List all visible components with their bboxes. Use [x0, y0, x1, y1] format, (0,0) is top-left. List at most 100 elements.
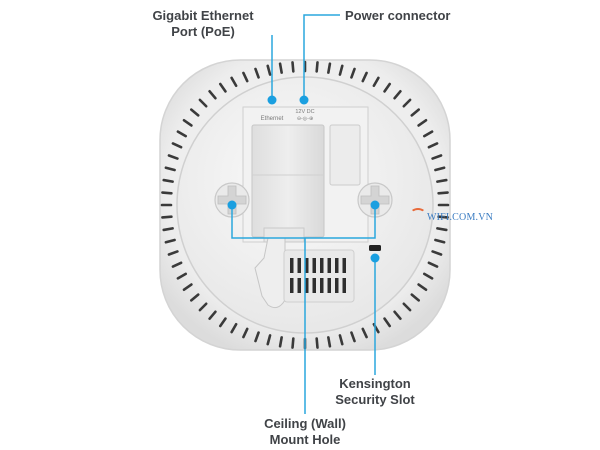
grill-slot — [335, 258, 339, 273]
vent-slot — [291, 61, 295, 73]
vent-slot — [315, 337, 319, 349]
vent-slot — [422, 130, 434, 138]
vent-slot — [393, 90, 402, 100]
vent-slot — [218, 82, 227, 93]
vent-slot — [266, 64, 272, 76]
vent-slot — [162, 178, 174, 183]
callout-mount-hole-label: Ceiling (Wall)Mount Hole — [264, 416, 346, 447]
grill-slot — [335, 278, 339, 293]
grill-slot — [297, 258, 301, 273]
power-port — [329, 124, 361, 186]
vent-ring — [160, 60, 450, 350]
vent-slot — [338, 334, 344, 346]
grill-slot — [297, 278, 301, 293]
ethernet-callout-dot — [267, 95, 277, 105]
vent-slot — [162, 227, 174, 232]
vent-slot — [417, 118, 428, 127]
kensington-slot — [369, 245, 381, 251]
mount-callout-dot-left — [227, 200, 237, 210]
kensington-callout-dot — [370, 253, 380, 263]
vent-slot — [422, 272, 434, 280]
vent-slot — [402, 302, 412, 312]
grill-slot — [327, 278, 331, 293]
grill-slot — [342, 278, 346, 293]
bottom-vent-grill — [283, 249, 355, 303]
vent-slot — [350, 67, 356, 79]
mount-callout-dot-right — [370, 200, 380, 210]
vent-slot — [176, 130, 188, 138]
vent-slot — [182, 283, 193, 292]
vent-slot — [436, 227, 448, 232]
callout-dots — [227, 95, 380, 263]
grill-slot — [305, 258, 309, 273]
mount-hole-right — [357, 182, 393, 218]
grill-slot — [342, 258, 346, 273]
vent-slot — [161, 215, 173, 219]
grill-slot — [327, 258, 331, 273]
vent-slot — [208, 90, 217, 100]
grill-slot — [320, 258, 324, 273]
vent-slot — [167, 154, 179, 160]
vent-slot — [230, 322, 238, 334]
vent-slot — [254, 331, 260, 343]
grill-slot — [305, 278, 309, 293]
vent-slot — [164, 166, 176, 172]
vent-slot — [436, 178, 448, 183]
vent-slot — [402, 98, 412, 108]
vent-slot — [278, 62, 283, 74]
vent-slot — [218, 317, 227, 328]
vent-slot — [431, 250, 443, 256]
vent-slot — [171, 261, 183, 268]
vent-slot — [242, 71, 249, 83]
vent-slot — [190, 293, 200, 302]
watermark-logo-icon — [410, 208, 426, 220]
vent-slot — [327, 336, 332, 348]
port-label-ethernet: Ethernet — [261, 116, 284, 122]
vent-slot — [383, 317, 392, 328]
ethernet-port — [251, 124, 325, 238]
vent-slot — [198, 302, 208, 312]
vent-slot — [266, 334, 272, 346]
vent-slot — [278, 336, 283, 348]
vent-slot — [350, 331, 356, 343]
vent-slot — [427, 261, 439, 268]
vent-slot — [230, 76, 238, 88]
vent-slot — [434, 166, 446, 172]
vent-slot — [315, 61, 319, 73]
vent-slot — [254, 67, 260, 79]
vent-slot — [437, 191, 449, 195]
vent-slot — [410, 293, 420, 302]
vent-slot — [361, 327, 368, 339]
vent-slot — [393, 310, 402, 320]
vent-slot — [208, 310, 217, 320]
callout-power-label: Power connector — [345, 8, 451, 23]
vent-slot — [198, 98, 208, 108]
grill-slot — [320, 278, 324, 293]
power-callout-dot — [299, 95, 309, 105]
vent-slot — [383, 82, 392, 93]
vent-slot — [291, 337, 295, 349]
vent-slot — [437, 215, 449, 219]
vent-slot — [327, 62, 332, 74]
vent-slot — [176, 272, 188, 280]
grill-slot — [290, 278, 294, 293]
callout-lines — [231, 14, 376, 414]
vent-slot — [372, 76, 380, 88]
watermark: WIFI.COM.VN — [410, 208, 493, 223]
grill-slot — [290, 258, 294, 273]
vent-slot — [171, 142, 183, 149]
vent-slot — [164, 238, 176, 244]
vent-slot — [190, 108, 200, 117]
grill-slot — [312, 278, 316, 293]
vent-slot — [167, 250, 179, 256]
vent-slot — [417, 283, 428, 292]
port-label-power: 12V DC — [295, 109, 314, 115]
vent-slot — [161, 191, 173, 195]
vent-slot — [338, 64, 344, 76]
vent-slot — [427, 142, 439, 149]
vent-slot — [242, 327, 249, 339]
grill-slot — [312, 258, 316, 273]
